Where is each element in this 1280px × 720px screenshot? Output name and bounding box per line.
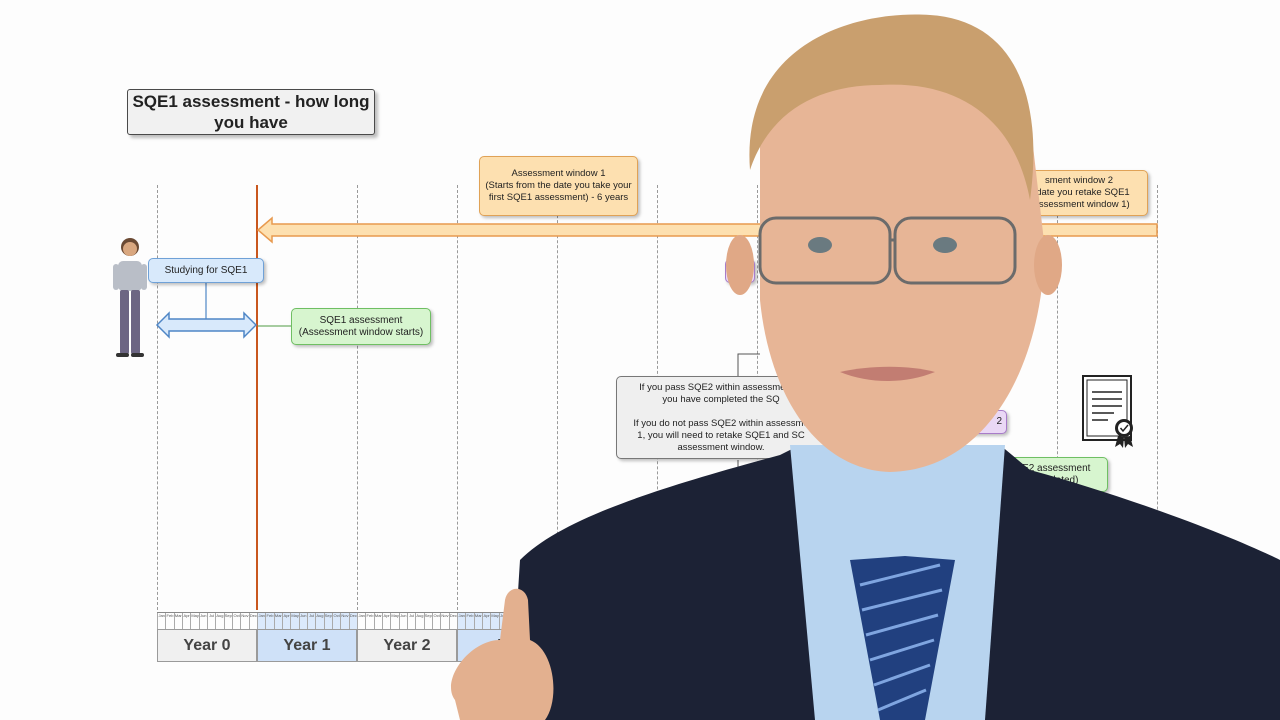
dashed-gridline [1157, 185, 1158, 610]
month-cell: Apr [381, 613, 390, 629]
month-cell: Dec [348, 613, 357, 629]
dashed-gridline [1057, 185, 1058, 610]
month-cell: Jan [357, 613, 365, 629]
month-cell: Jan [457, 613, 465, 629]
month-cell: Oct [331, 613, 340, 629]
month-cell: Apr [481, 613, 490, 629]
certificate-icon [1082, 375, 1133, 448]
month-cell: May [190, 613, 199, 629]
year-cell-2: Year 2 [357, 629, 457, 662]
year-cell-0: Year 0 [157, 629, 257, 662]
person-icon [113, 238, 147, 357]
month-cell: Oct [431, 613, 440, 629]
month-cell: May [290, 613, 299, 629]
diagram-title: SQE1 assessment - how long you have [127, 89, 375, 135]
month-cell: Jan [257, 613, 265, 629]
sqe1-assessment-box: SQE1 assessment (Assessment window start… [291, 308, 431, 345]
month-cell: Dec [448, 613, 457, 629]
month-cell: Apr [181, 613, 190, 629]
month-cell: May [490, 613, 499, 629]
month-cell: Mar [173, 613, 182, 629]
month-cell: Jul [406, 613, 415, 629]
studying-duration-arrow [155, 311, 258, 339]
studying-for-sqe1-box: Studying for SQE1 [148, 258, 264, 283]
month-cell: Jun [198, 613, 207, 629]
month-cell: Mar [273, 613, 282, 629]
month-cell: Feb [165, 613, 173, 629]
month-cell: Jun [298, 613, 307, 629]
month-cell: Sep [423, 613, 432, 629]
month-cell: Jan [157, 613, 165, 629]
month-cell: Feb [465, 613, 473, 629]
dashed-gridline [457, 185, 458, 610]
month-cell: Oct [231, 613, 240, 629]
month-cell: Feb [265, 613, 273, 629]
dashed-gridline [557, 185, 558, 610]
pass-note-connector [737, 353, 760, 376]
month-cell: Aug [415, 613, 424, 629]
dashed-gridline [357, 185, 358, 610]
month-cell: May [390, 613, 399, 629]
year-cell-1: Year 1 [257, 629, 357, 662]
month-cell: Nov [240, 613, 249, 629]
month-cell: Sep [323, 613, 332, 629]
month-cell: Nov [440, 613, 449, 629]
month-cell: Feb [365, 613, 373, 629]
month-cell: Nov [340, 613, 349, 629]
assessment-window-1-box: Assessment window 1 (Starts from the dat… [479, 156, 638, 216]
month-cell: Aug [215, 613, 224, 629]
month-cell: Jul [206, 613, 215, 629]
presenter-image [451, 14, 1280, 720]
month-cell: Jul [306, 613, 315, 629]
month-cell: Mar [373, 613, 382, 629]
month-cell: Jun [398, 613, 407, 629]
assessment-start-line [256, 185, 258, 610]
dashed-gridline [157, 185, 158, 610]
month-cell: Apr [281, 613, 290, 629]
month-cell: Aug [315, 613, 324, 629]
month-cell: Sep [223, 613, 232, 629]
month-cell: Mar [473, 613, 482, 629]
month-cell: Dec [248, 613, 257, 629]
